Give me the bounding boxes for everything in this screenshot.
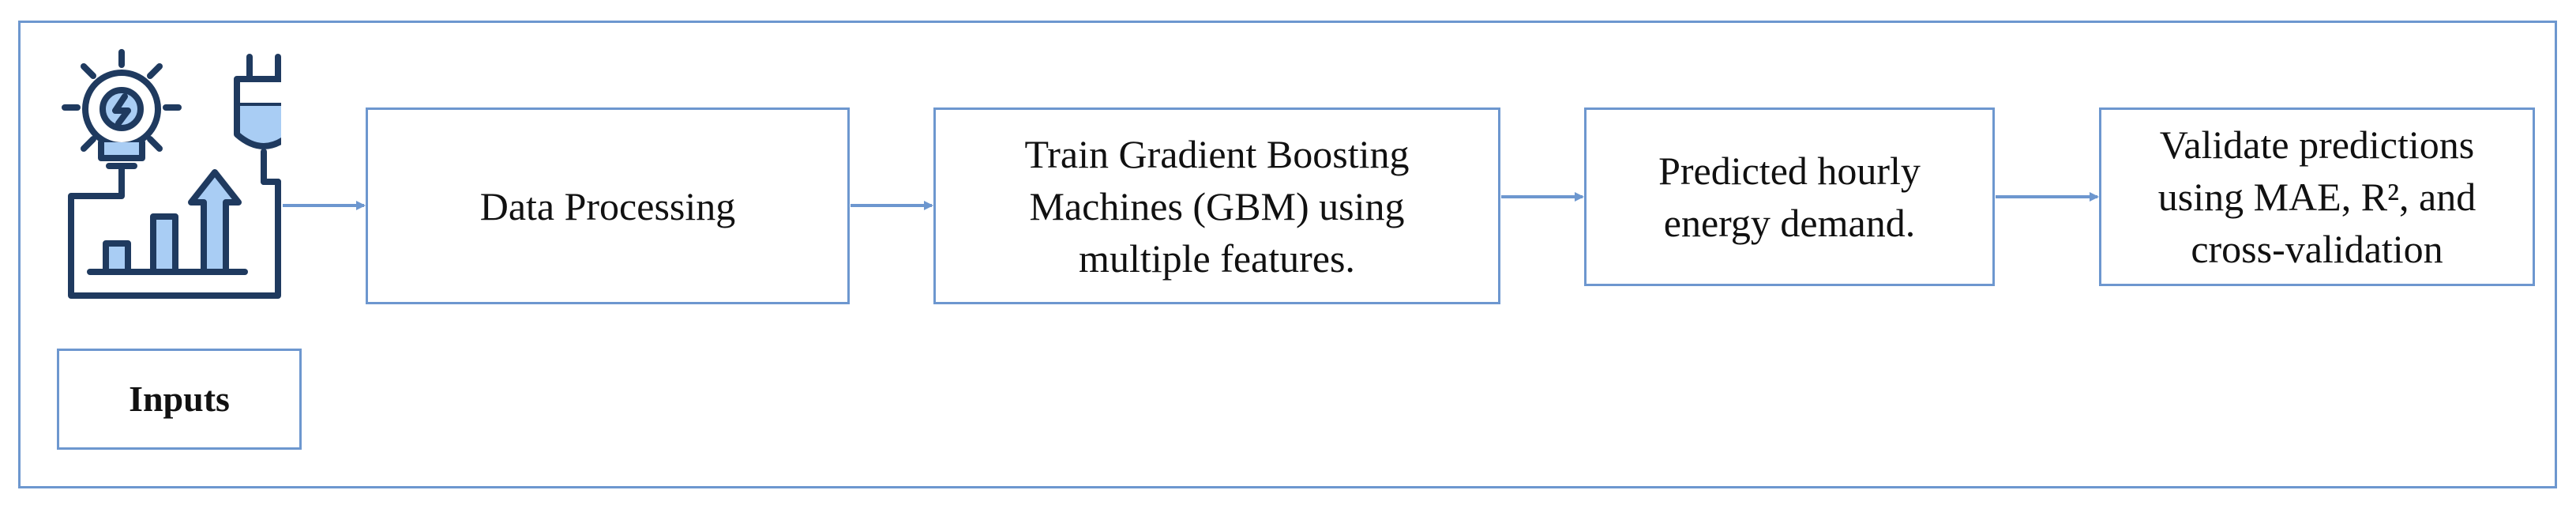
step-2-line-1: Train Gradient Boosting [1024, 131, 1410, 176]
step-4-line-1: Validate predictions [2159, 123, 2475, 167]
step-1-line-1: Data Processing [479, 183, 736, 228]
step-2-line-3: multiple features. [1079, 236, 1355, 281]
inputs-box: Inputs [57, 349, 302, 450]
step-3-line-2: energy demand. [1663, 201, 1916, 245]
diagram-frame [18, 21, 2557, 488]
step-data-processing-box: Data Processing [366, 107, 850, 304]
step-predicted-demand-box: Predicted hourly energy demand. [1584, 107, 1995, 286]
step-validate-predictions-box: Validate predictions using MAE, R², and … [2099, 107, 2535, 286]
inputs-label: Inputs [129, 379, 230, 419]
step-4-line-2: using MAE, R², and [2157, 175, 2476, 219]
step-4-line-3: cross-validation [2191, 227, 2443, 271]
step-2-line-2: Machines (GBM) using [1029, 183, 1405, 228]
step-3-line-1: Predicted hourly [1658, 149, 1921, 193]
step-train-gbm-box: Train Gradient Boosting Machines (GBM) u… [933, 107, 1500, 304]
